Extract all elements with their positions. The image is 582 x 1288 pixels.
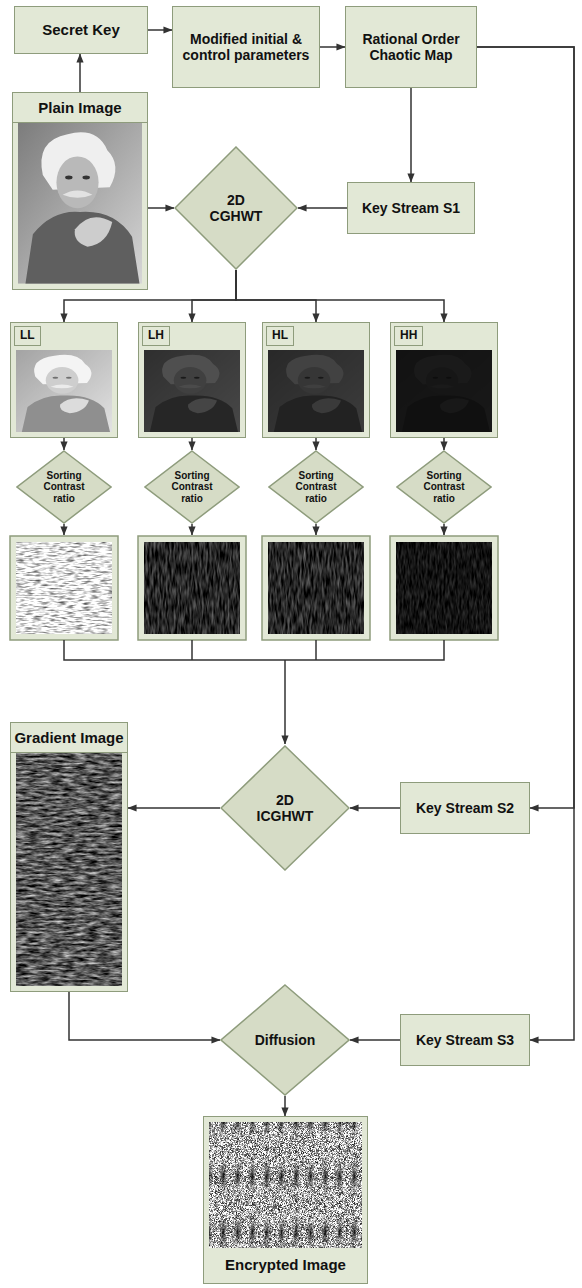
flow-arrow (320, 46, 345, 48)
image-box: Gradient Image (10, 722, 128, 992)
keystream-box: Key Stream S1 (347, 182, 475, 234)
flow-arrow (350, 1039, 400, 1041)
sorting-diamond: Sorting Contrast ratio (396, 450, 492, 524)
image-box: Encrypted Image (203, 1116, 368, 1284)
subband-label: HH (394, 326, 423, 346)
portrait-image (18, 123, 142, 284)
flow-arrow (191, 438, 193, 450)
subband-box: LH (138, 322, 246, 438)
process-box: Modified initial & control parameters (172, 6, 320, 88)
flow-arrow (128, 807, 220, 809)
flow-arrow (410, 88, 412, 182)
subband-label: HL (266, 326, 294, 346)
sorted-subband-images (10, 536, 498, 640)
subband-label: LH (142, 326, 170, 346)
step-label: Sorting Contrast ratio (35, 470, 93, 505)
hh-subband-image (396, 350, 492, 432)
box-label: Secret Key (42, 21, 120, 38)
flow-arrow (236, 270, 444, 322)
flow-arrow (477, 47, 574, 1040)
encrypted-image (209, 1122, 362, 1248)
sorting-diamond: Sorting Contrast ratio (268, 450, 364, 524)
subband-label: LL (14, 326, 41, 346)
box-label: Rational Order Chaotic Map (352, 31, 470, 63)
step-label: 2D ICGHWT (246, 792, 324, 824)
subband-box: LL (10, 322, 118, 438)
flow-arrow (284, 1096, 286, 1116)
box-label: Key Stream S3 (416, 1032, 514, 1048)
box-label: Key Stream S1 (362, 200, 460, 216)
keystream-box: Key Stream S3 (400, 1014, 530, 1066)
flow-arrow (148, 29, 172, 31)
process-box: Rational Order Chaotic Map (345, 6, 477, 88)
flow-arrow (69, 992, 220, 1040)
lh-subband-image (144, 350, 240, 432)
box-label: Gradient Image (11, 723, 127, 753)
step-label: Sorting Contrast ratio (415, 470, 473, 505)
image-box: Plain Image (12, 92, 148, 290)
subband-box: HL (262, 322, 370, 438)
box-label: Key Stream S2 (416, 800, 514, 816)
step-label: Diffusion (255, 1032, 316, 1048)
flow-arrow (236, 270, 316, 322)
step-label: 2D CGHWT (199, 192, 273, 224)
hl-subband-image (268, 350, 364, 432)
sorting-diamond: Sorting Contrast ratio (16, 450, 112, 524)
keystream-box: Key Stream S2 (400, 782, 530, 834)
diffusion-diamond: Diffusion (220, 984, 350, 1096)
flow-arrow (443, 438, 445, 450)
flow-arrow (192, 270, 236, 322)
merge-lines (64, 524, 444, 744)
gradient-image (16, 753, 122, 986)
step-label: Sorting Contrast ratio (287, 470, 345, 505)
flow-arrow (63, 438, 65, 450)
flow-arrow (315, 438, 317, 450)
subband-box: HH (390, 322, 498, 438)
key-box: Secret Key (14, 6, 148, 54)
ll-subband-image (16, 350, 112, 432)
step-label: Sorting Contrast ratio (163, 470, 221, 505)
flow-arrow (148, 207, 174, 209)
box-label: Plain Image (13, 93, 147, 123)
flow-arrow (350, 807, 400, 809)
box-label: Modified initial & control parameters (179, 31, 313, 63)
transform-diamond: 2D ICGHWT (220, 745, 350, 871)
transform-diamond: 2D CGHWT (174, 146, 298, 270)
sorting-diamond: Sorting Contrast ratio (144, 450, 240, 524)
flow-arrow (298, 207, 347, 209)
box-label: Encrypted Image (204, 1248, 367, 1283)
flow-arrow (79, 54, 81, 92)
